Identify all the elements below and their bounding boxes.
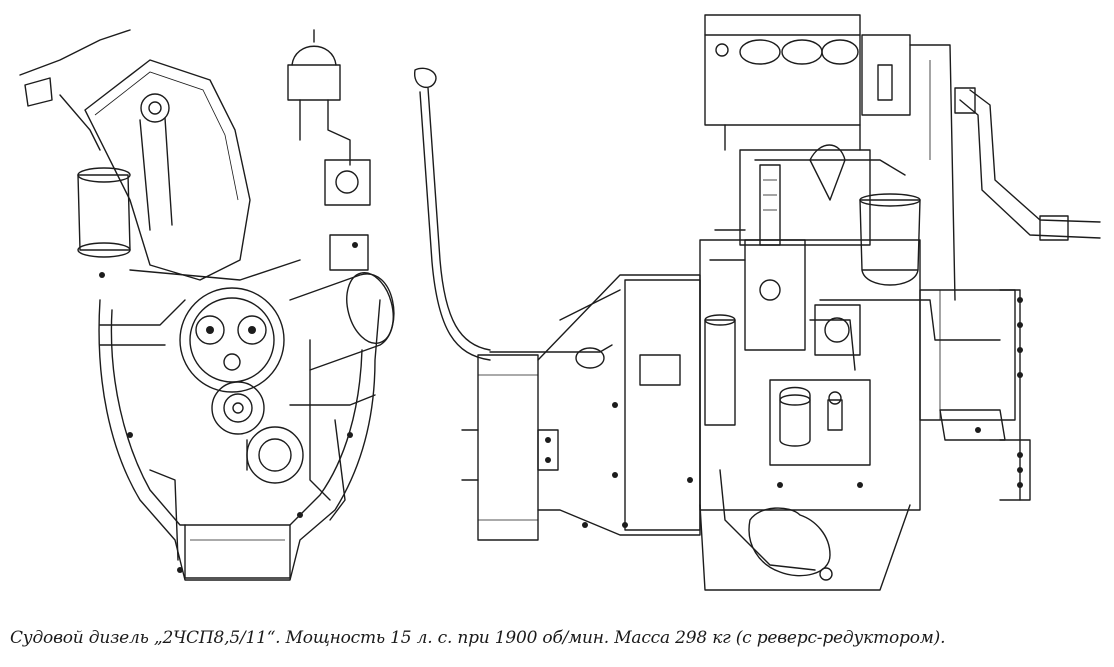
front-view	[19, 29, 395, 581]
side-view	[414, 14, 1101, 591]
engine-technical-drawing	[19, 14, 1101, 591]
figure-caption: Судовой дизель „2ЧСП8,5/11“. Мощность 15…	[10, 628, 946, 648]
